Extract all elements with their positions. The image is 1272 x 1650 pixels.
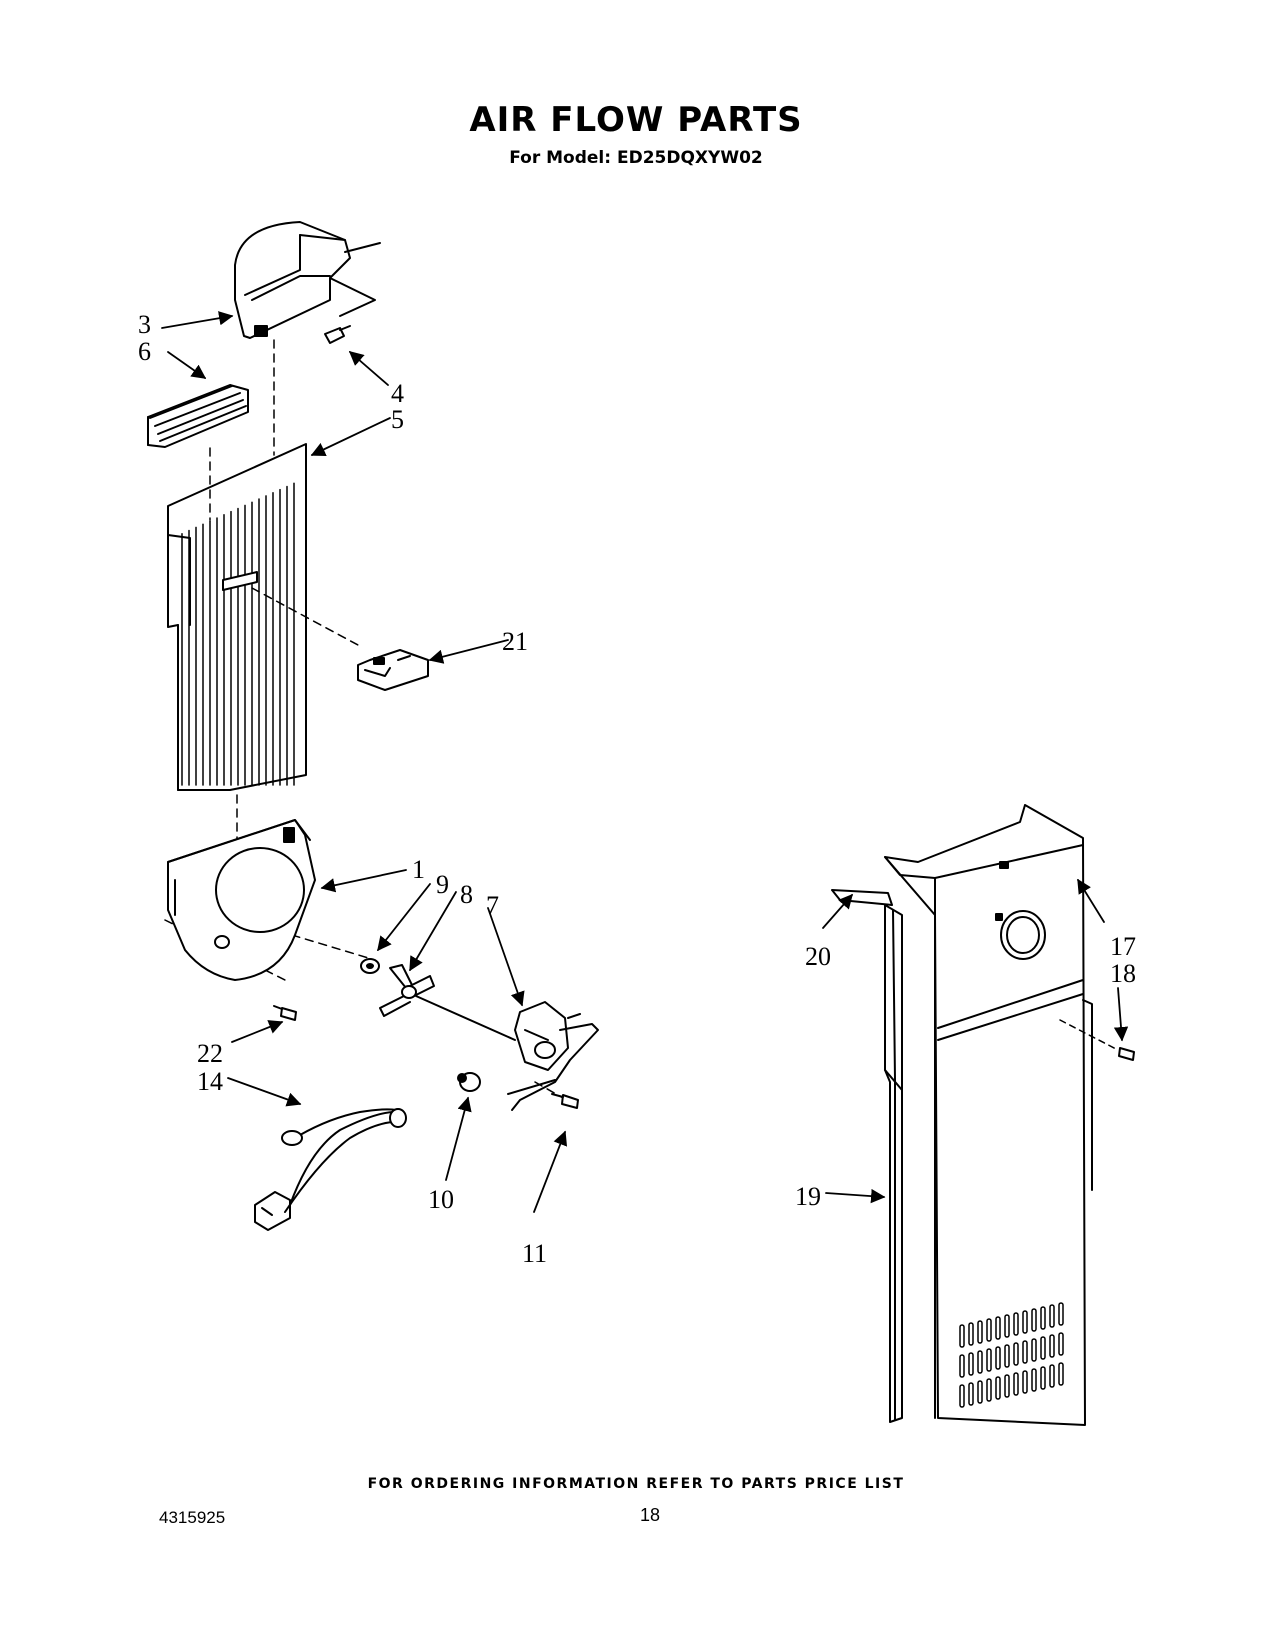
louver-slot [995, 1316, 1001, 1340]
part-6-grille [147, 384, 249, 448]
louver-slot [968, 1382, 974, 1406]
louver-slot [977, 1350, 983, 1374]
callout-21: 21 [502, 627, 528, 656]
part-4-screw [324, 325, 351, 344]
callout-5: 5 [391, 405, 404, 434]
part-3-duct-cover [234, 221, 381, 339]
louver-slot [1031, 1368, 1037, 1392]
part-9-nut [360, 958, 380, 974]
callout-19: 19 [795, 1182, 821, 1211]
callout-18: 18 [1110, 959, 1136, 988]
part-21-bracket [357, 649, 429, 691]
louver-slot [968, 1322, 974, 1346]
part-5-evaporator-cover [167, 443, 307, 791]
part-10-grommet [457, 1072, 481, 1092]
part-7-fan-motor [507, 1001, 599, 1111]
louver-slot [1031, 1338, 1037, 1362]
louver-slot [1058, 1302, 1064, 1326]
callout-6: 6 [138, 337, 151, 366]
louver-slot [1013, 1342, 1019, 1366]
callout-20: 20 [805, 942, 831, 971]
page-title: AIR FLOW PARTS [469, 100, 803, 140]
louver-slot [959, 1354, 965, 1378]
part-11-screw [551, 1093, 579, 1109]
model-subtitle: For Model: ED25DQXYW02 [509, 148, 763, 168]
louver-slot [986, 1348, 992, 1372]
louver-slot [1022, 1340, 1028, 1364]
callout-labels: 3 6 4 5 21 1 9 8 7 22 14 10 11 20 17 18 … [138, 310, 1136, 1268]
louver-slot [1022, 1310, 1028, 1334]
callout-1: 1 [412, 855, 425, 884]
callout-4: 4 [391, 379, 404, 408]
callout-8: 8 [460, 880, 473, 909]
leader-arrows [161, 311, 1129, 1213]
part-20-gasket [831, 889, 893, 906]
louver-slot [1013, 1372, 1019, 1396]
louver-slot [1022, 1370, 1028, 1394]
louver-slot [1049, 1364, 1055, 1388]
callout-7: 7 [486, 891, 499, 920]
louver-slot [959, 1384, 965, 1408]
louver-slot [959, 1324, 965, 1348]
part-8-fan-blade [379, 964, 516, 1041]
document-number: 4315925 [159, 1508, 226, 1527]
louver-slot [1040, 1306, 1046, 1330]
louver-slot [986, 1378, 992, 1402]
part-14-wire-harness [254, 1108, 407, 1231]
part-1-fan-shroud [167, 819, 316, 981]
page-number: 18 [640, 1505, 661, 1525]
louver-slot [1040, 1366, 1046, 1390]
louver-slot [1049, 1304, 1055, 1328]
part-22-screw [273, 1005, 297, 1021]
louver-slot [1058, 1332, 1064, 1356]
louver-slot [1004, 1314, 1010, 1338]
callout-14: 14 [197, 1067, 223, 1096]
callout-10: 10 [428, 1185, 454, 1214]
louver-slot [1031, 1308, 1037, 1332]
louver-slot [1013, 1312, 1019, 1336]
louver-slot [968, 1352, 974, 1376]
louver-slot [1040, 1336, 1046, 1360]
louver-slot [1004, 1344, 1010, 1368]
callout-22: 22 [197, 1039, 223, 1068]
part-18-screw [1059, 1019, 1135, 1061]
louver-slot [995, 1376, 1001, 1400]
louver-slot [995, 1346, 1001, 1370]
louver-slot [1004, 1374, 1010, 1398]
part-17-rear-panel [884, 804, 1093, 1426]
callout-17: 17 [1110, 932, 1136, 961]
callout-11: 11 [522, 1239, 547, 1268]
louver-slot [1049, 1334, 1055, 1358]
callout-9: 9 [436, 870, 449, 899]
louver-slot [977, 1320, 983, 1344]
louver-slot [977, 1380, 983, 1404]
louver-slot [1058, 1362, 1064, 1386]
part-19-side-trim [884, 904, 903, 1423]
callout-3: 3 [138, 310, 151, 339]
ordering-note: FOR ORDERING INFORMATION REFER TO PARTS … [367, 1476, 905, 1492]
louver-slot [986, 1318, 992, 1342]
